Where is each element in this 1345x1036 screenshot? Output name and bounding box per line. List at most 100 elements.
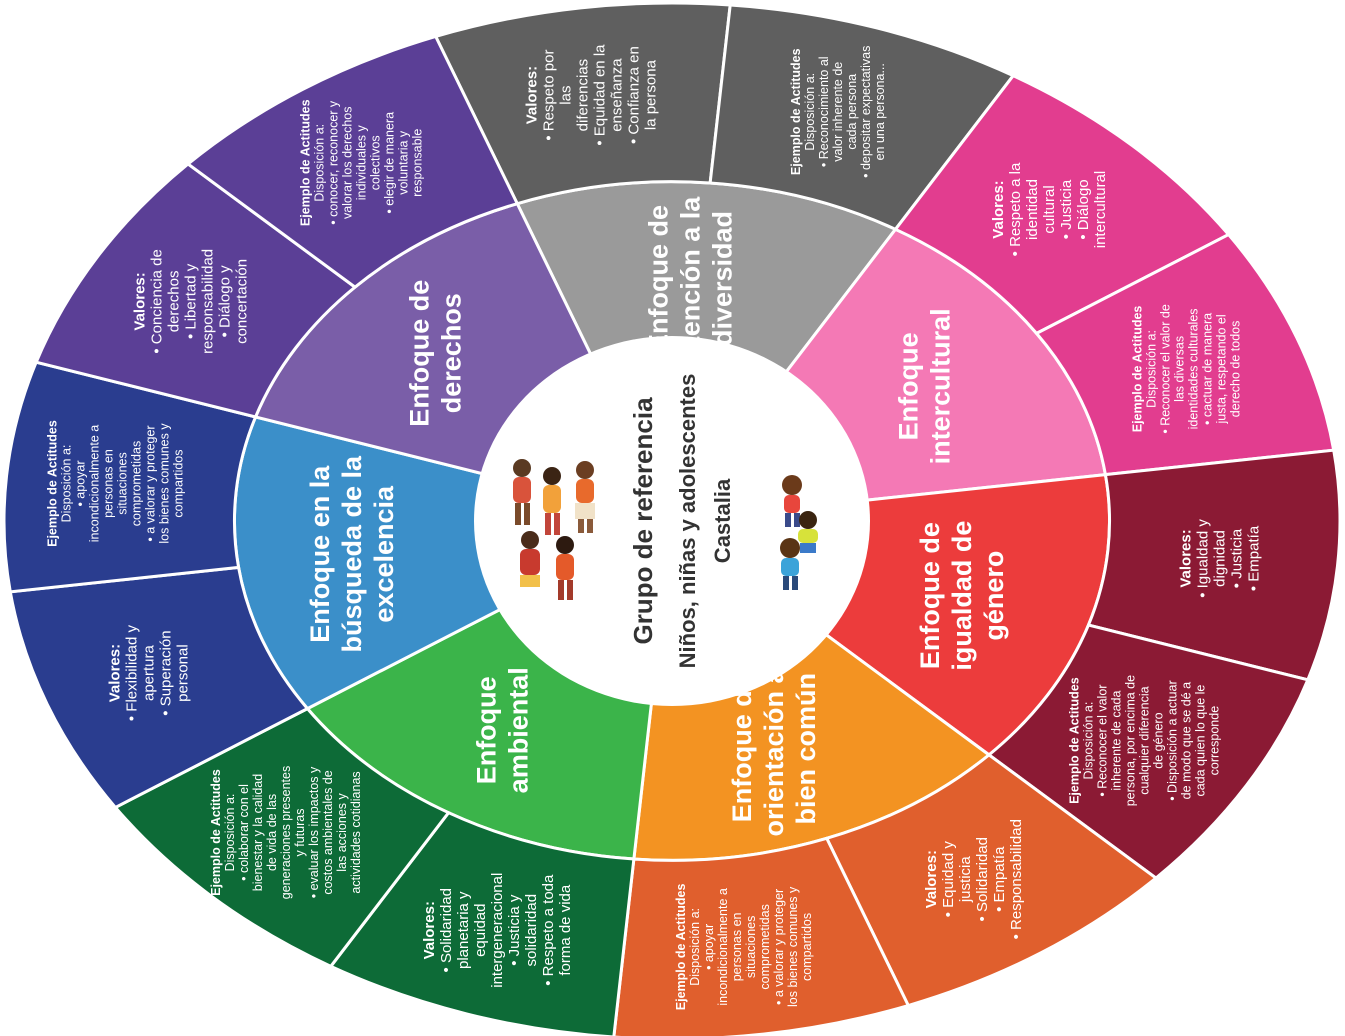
actitud-item: generaciones presentes	[279, 766, 293, 899]
sector-title-line: Enfoque	[894, 332, 924, 440]
value-item: la persona	[643, 59, 660, 130]
sector-title-line: género	[979, 551, 1009, 641]
value-item: • Justicia	[1058, 179, 1075, 239]
sector-title-line: derechos	[437, 293, 467, 413]
actitudes-label: Ejemplo de Actitudes	[1068, 677, 1082, 804]
sector-title-line: Enfoque de	[727, 675, 757, 822]
actitudes-label: Ejemplo de Actitudes	[674, 884, 688, 1011]
value-item: • Respeto a toda	[540, 874, 557, 986]
value-item: diferencias	[575, 59, 592, 132]
value-item: intercultural	[1092, 171, 1109, 249]
value-item: derechos	[165, 271, 182, 333]
sector-title-line: Enfoque	[472, 676, 502, 784]
value-item: • Libertad y	[182, 263, 199, 339]
actitud-item: responsable	[410, 129, 424, 197]
actitud-item: • apoyar	[702, 924, 716, 970]
value-item: dignidad	[1211, 530, 1228, 587]
actitud-item: los bienes comunes y	[158, 423, 172, 544]
values-label: Valores:	[1177, 529, 1194, 587]
center-circle	[474, 336, 870, 706]
actitud-item: en una persona...	[873, 63, 887, 160]
actitud-item: • cactuar de manera	[1201, 313, 1215, 425]
values-label: Valores:	[524, 66, 541, 124]
value-item: • Justicia y	[506, 894, 523, 966]
values-label: Valores:	[106, 644, 123, 702]
disposition-label: Disposición a:	[60, 445, 74, 523]
actitud-item: identidades culturales	[1187, 308, 1201, 429]
actitudes-label: Ejemplo de Actitudes	[46, 420, 60, 547]
center-hub: Grupo de referencia Niños, niñas y adole…	[474, 336, 870, 706]
actitudes-label: Ejemplo de Actitudes	[789, 48, 803, 175]
actitud-item: individuales y	[354, 125, 368, 201]
values-label: Valores:	[990, 180, 1007, 238]
actitud-item: personas en	[102, 449, 116, 518]
actitud-item: cada quien lo que le	[1194, 685, 1208, 797]
value-item: forma de vida	[557, 884, 574, 976]
sector-title-line: intercultural	[926, 308, 956, 464]
actitud-item: justa, respetando el	[1215, 314, 1229, 424]
value-item: • Superación	[157, 630, 174, 715]
sector-title-line: ambiental	[504, 667, 534, 793]
actitudes-panel-derechos	[185, 34, 520, 290]
actitud-item: • Reconocer el valor	[1096, 685, 1110, 797]
value-item: • Diálogo	[1075, 179, 1092, 239]
value-item: • Confianza en	[626, 46, 643, 144]
actitud-item: las acciones y	[335, 792, 349, 871]
value-item: • Responsabilidad	[1008, 819, 1025, 939]
actitud-item: compartidos	[172, 449, 186, 517]
actitud-item: corresponde	[1208, 706, 1222, 776]
actitud-item: • depositar expectativas	[859, 46, 873, 178]
value-item: concertación	[233, 259, 250, 344]
values-excelencia: Valores:• Flexibilidad y apertura• Super…	[106, 625, 191, 722]
actitud-item: los bienes comunes y	[786, 886, 800, 1007]
actitudes-label: Ejemplo de Actitudes	[1131, 306, 1145, 433]
value-item: las	[558, 86, 575, 105]
value-item: • Empatía	[1245, 525, 1262, 591]
disposition-label: Disposición a:	[312, 124, 326, 202]
value-item: apertura	[140, 644, 157, 701]
actitud-item: bienestar y la calidad	[251, 774, 265, 891]
value-item: • Equidad y	[940, 841, 957, 918]
value-item: enseñanza	[609, 58, 626, 132]
actitudes-label: Ejemplo de Actitudes	[209, 769, 223, 896]
value-item: • Respeto por	[541, 50, 558, 141]
actitud-item: • evaluar los impactos y	[307, 766, 321, 898]
sector-title-line: diversidad	[707, 211, 737, 346]
value-item: • Diálogo y	[216, 265, 233, 337]
actitud-item: situaciones	[116, 452, 130, 515]
sector-title-line: igualdad de	[947, 521, 977, 671]
actitud-item: • elegir de manera	[382, 112, 396, 214]
value-item: personal	[174, 644, 191, 702]
actitud-item: las diversas	[1173, 336, 1187, 402]
actitud-item: comprometidas	[130, 441, 144, 526]
actitud-item: personas en	[730, 912, 744, 981]
actitudes-panel-bien-comun	[612, 836, 911, 1036]
actitud-item: costos ambientales de	[321, 770, 335, 894]
actitud-item: de género	[1152, 712, 1166, 768]
actitud-item: incondicionalmente a	[88, 425, 102, 542]
actitud-item: • conocer, reconocer y	[326, 100, 340, 225]
actitud-item: • apoyar	[74, 460, 88, 506]
values-genero: Valores:• Igualdad y dignidad• Justicia•…	[1177, 519, 1262, 598]
sector-title-line: Enfoque en la	[305, 465, 335, 643]
value-item: justicia	[957, 856, 974, 904]
actitud-item: situaciones	[744, 916, 758, 979]
actitud-item: colectivos	[368, 135, 382, 190]
value-item: responsabilidad	[199, 249, 216, 354]
value-item: • Equidad en la	[592, 44, 609, 146]
value-item: cultural	[1041, 185, 1058, 233]
actitud-item: • Disposición a actuar	[1166, 680, 1180, 800]
actitudes-label: Ejemplo de Actitudes	[298, 99, 312, 226]
value-item: • Respeto a la	[1007, 162, 1024, 256]
